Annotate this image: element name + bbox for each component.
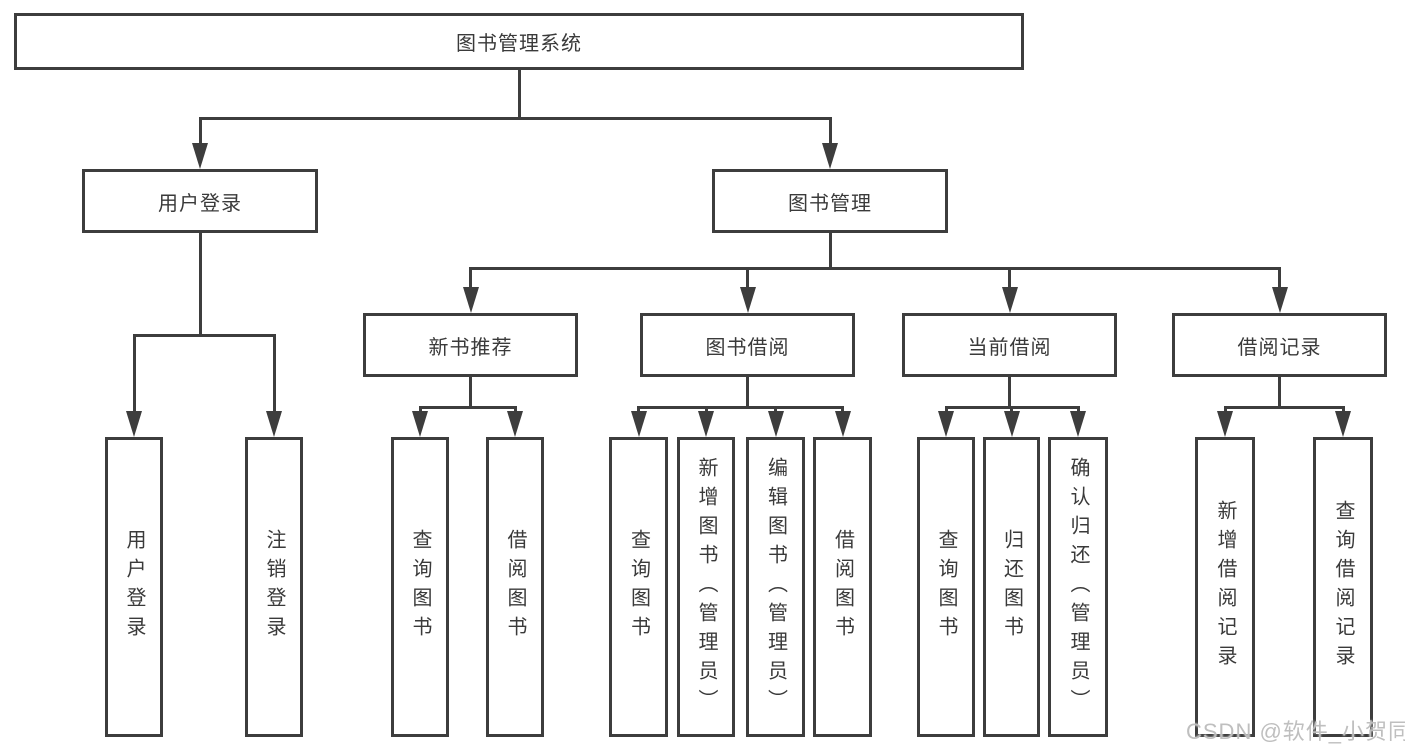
leaf-label: 归还图书 <box>1000 529 1023 645</box>
node-book-management: 图书管理 <box>712 169 948 233</box>
node-user-login: 用户登录 <box>82 169 318 233</box>
leaf-label: 新增借阅记录 <box>1214 500 1236 674</box>
connector-line <box>1008 377 1011 407</box>
connector-line <box>746 377 749 407</box>
connector-line <box>418 405 517 409</box>
arrowhead-down <box>507 411 523 437</box>
arrowhead-down <box>767 411 784 437</box>
connector-line <box>469 266 1281 270</box>
leaf-borrow-books-recommend: 借阅图书 <box>486 437 544 737</box>
connector-line <box>828 233 832 269</box>
connector-line <box>132 335 136 413</box>
leaf-query-books-borrowing: 查询图书 <box>609 437 668 737</box>
node-label: 图书管理 <box>788 192 872 215</box>
arrowhead-down <box>126 411 142 437</box>
leaf-confirm-return-admin: 确认归还（管理员） <box>1048 437 1108 737</box>
leaf-query-books-recommend: 查询图书 <box>391 437 449 737</box>
connector-line <box>828 118 832 150</box>
arrowhead-down <box>192 143 208 169</box>
connector-line <box>198 233 202 336</box>
leaf-user-login: 用户登录 <box>105 437 163 737</box>
node-label: 图书借阅 <box>705 336 790 359</box>
node-label: 借阅记录 <box>1237 336 1322 359</box>
leaf-label: 编辑图书（管理员） <box>764 456 787 718</box>
leaf-label: 注销登录 <box>263 529 285 645</box>
arrowhead-down <box>1070 411 1086 437</box>
arrowhead-down <box>462 287 479 313</box>
node-new-book-recommendation: 新书推荐 <box>363 313 578 377</box>
leaf-label: 借阅图书 <box>504 529 526 645</box>
connector-line <box>198 116 832 120</box>
connector-line <box>272 335 276 413</box>
arrowhead-down <box>1217 411 1233 437</box>
leaf-return-book: 归还图书 <box>983 437 1040 737</box>
leaf-label: 查询图书 <box>935 529 957 645</box>
leaf-label: 新增图书（管理员） <box>695 456 717 718</box>
leaf-label: 借阅图书 <box>831 529 854 645</box>
leaf-label: 查询图书 <box>627 529 650 645</box>
leaf-logout: 注销登录 <box>245 437 303 737</box>
leaf-label: 查询图书 <box>409 529 431 645</box>
connector-line <box>1223 405 1345 409</box>
arrowhead-down <box>1003 411 1020 437</box>
connector-line <box>637 405 844 409</box>
arrowhead-down <box>739 287 756 313</box>
arrowhead-down <box>938 411 954 437</box>
leaf-add-borrow-record: 新增借阅记录 <box>1195 437 1255 737</box>
connector-line <box>198 118 202 150</box>
arrowhead-down <box>1335 411 1351 437</box>
leaf-label: 用户登录 <box>123 529 145 645</box>
connector-line <box>517 70 521 119</box>
node-label: 当前借阅 <box>967 336 1052 359</box>
connector-line <box>469 268 472 290</box>
leaf-query-borrow-record: 查询借阅记录 <box>1313 437 1373 737</box>
connector-line <box>132 333 276 337</box>
node-book-borrowing: 图书借阅 <box>640 313 855 377</box>
node-root: 图书管理系统 <box>14 13 1024 70</box>
node-label: 新书推荐 <box>428 336 513 359</box>
arrowhead-down <box>266 411 282 437</box>
arrowhead-down <box>698 411 714 437</box>
connector-line <box>1278 377 1281 407</box>
watermark: CSDN @软件_小贺同学 <box>1186 719 1405 744</box>
arrowhead-down <box>822 143 838 169</box>
arrowhead-down <box>412 411 428 437</box>
leaf-label: 确认归还（管理员） <box>1067 456 1089 718</box>
node-label: 用户登录 <box>158 192 242 215</box>
leaf-add-book-admin: 新增图书（管理员） <box>677 437 735 737</box>
arrowhead-down <box>1271 287 1288 313</box>
node-borrowing-records: 借阅记录 <box>1172 313 1387 377</box>
connector-line <box>1008 268 1011 290</box>
leaf-edit-book-admin: 编辑图书（管理员） <box>746 437 805 737</box>
node-label: 图书管理系统 <box>456 33 582 55</box>
leaf-label: 查询借阅记录 <box>1332 500 1354 674</box>
arrowhead-down <box>834 411 851 437</box>
arrowhead-down <box>1001 287 1018 313</box>
leaf-query-books-current: 查询图书 <box>917 437 975 737</box>
arrowhead-down <box>630 411 647 437</box>
connector-line <box>1278 268 1281 290</box>
connector-line <box>469 377 472 407</box>
connector-line <box>746 268 749 290</box>
node-current-borrowing: 当前借阅 <box>902 313 1117 377</box>
leaf-borrow-books: 借阅图书 <box>813 437 872 737</box>
